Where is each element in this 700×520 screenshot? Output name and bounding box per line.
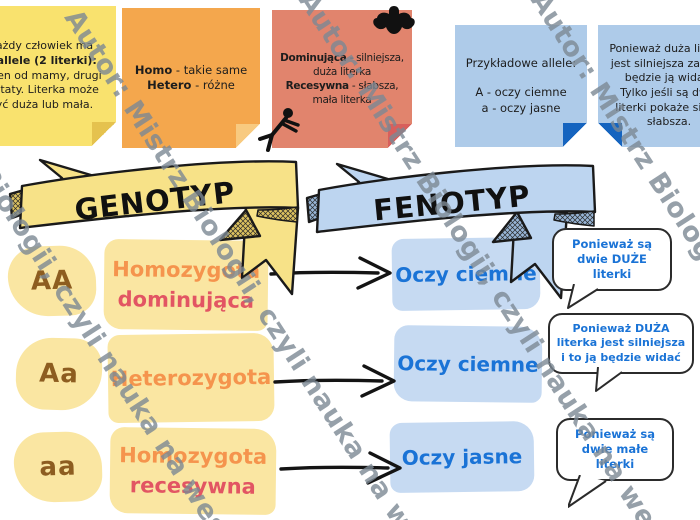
sticky-note-dominant-recessive: Dominująca - silniejsza, duża literka Re… <box>258 6 415 152</box>
phenotype-label: Oczy jasne <box>401 444 523 470</box>
note-line: Recesywna - słabsza, <box>286 79 399 93</box>
note-line: Hetero - różne <box>147 78 235 93</box>
note-line: być duża lub mała. <box>0 98 94 112</box>
bubble-text: Ponieważ DUŻA literka jest silniejsza i … <box>556 322 686 364</box>
speech-bubble: Ponieważ są dwie małe literki <box>556 418 674 508</box>
sticky-note-explanation: Ponieważ duża literka jest silniejsza za… <box>598 25 700 147</box>
note-line: jest silniejsza zawsze <box>610 56 700 70</box>
term-definition: mała literka <box>312 94 372 107</box>
bubble-text: Ponieważ są dwie DUŻE literki <box>572 237 652 281</box>
note-line: Dominująca - silniejsza, <box>280 51 404 65</box>
speech-bubble: Ponieważ są dwie DUŻE literki <box>552 228 672 309</box>
sticky-note-example-alleles: Przykładowe allele: A - oczy ciemne a - … <box>455 25 587 147</box>
genotype-name: Homozygota <box>119 442 268 469</box>
note-line: A - oczy ciemne <box>475 85 567 100</box>
term-definition: duża literka <box>312 65 372 78</box>
genotype-ribbon <box>8 146 300 300</box>
note-line: od taty. Literka może <box>0 83 99 97</box>
folded-corner <box>92 122 116 146</box>
folded-corner <box>563 123 587 147</box>
note-line: Ponieważ duża literka <box>609 41 700 55</box>
note-line: literki pokaże się ta <box>615 100 700 114</box>
phenotype-label: Oczy ciemne <box>397 351 539 377</box>
bubble-tail <box>595 366 623 392</box>
bold-term: Recesywna <box>285 80 350 92</box>
note-line: będzie ją widać. <box>624 71 700 85</box>
arrow-right-icon <box>272 363 400 403</box>
sticky-note-alleles: Każdy człowiek ma 2 allele (2 literki): … <box>0 6 116 146</box>
genotype-symbol-blob: aa <box>13 430 103 504</box>
term-definition: - silniejsza, <box>346 51 405 64</box>
folded-corner <box>598 123 622 147</box>
bold-term: Homo <box>134 62 173 77</box>
bold-term: Dominująca <box>280 51 347 64</box>
note-line: 2 allele (2 literki): <box>0 53 97 67</box>
genotype-name: Heterozygota <box>110 364 272 391</box>
speech-bubble: Ponieważ DUŻA literka jest silniejsza i … <box>548 313 694 392</box>
phenotype-blob: Oczy jasne <box>389 420 535 494</box>
folded-corner <box>236 124 260 148</box>
genotype-symbol: Aa <box>38 358 80 390</box>
bubble-text: Ponieważ są dwie małe literki <box>575 427 655 471</box>
genotype-name-blob: Homozygota recesywna <box>109 426 277 516</box>
term-definition: - takie same <box>172 62 248 77</box>
pushing-figure-icon <box>258 105 302 156</box>
note-line: a - oczy jasne <box>481 100 561 115</box>
bold-term: Hetero <box>147 78 192 92</box>
note-line: Przykładowe allele: <box>465 55 577 70</box>
note-line: słabsza. <box>646 115 692 129</box>
note-line: mała literka <box>313 93 372 107</box>
folded-corner <box>388 124 412 148</box>
bubble-tail <box>567 283 599 309</box>
bubble-tail <box>568 474 607 508</box>
strongman-icon <box>372 2 416 45</box>
phenotype-blob: Oczy ciemne <box>393 325 543 403</box>
genotype-symbol-blob: Aa <box>15 336 103 412</box>
note-line: Każdy człowiek ma <box>0 39 94 53</box>
note-line: Homo - takie same <box>135 63 247 78</box>
note-line: duża literka <box>313 65 371 79</box>
term-definition: - słabsza, <box>348 80 399 92</box>
sticky-note-homo-hetero: Homo - takie same Hetero - różne <box>122 8 260 148</box>
genotype-name-blob: Heterozygota <box>107 332 275 424</box>
arrow-right-icon <box>278 450 406 490</box>
note-line: jeden od mamy, drugi <box>0 68 102 82</box>
note-line: Tylko jeśli są dwie <box>620 86 700 99</box>
term-definition: - różne <box>191 78 235 92</box>
genotype-symbol: aa <box>39 451 77 483</box>
genotype-name: recesywna <box>129 473 256 499</box>
